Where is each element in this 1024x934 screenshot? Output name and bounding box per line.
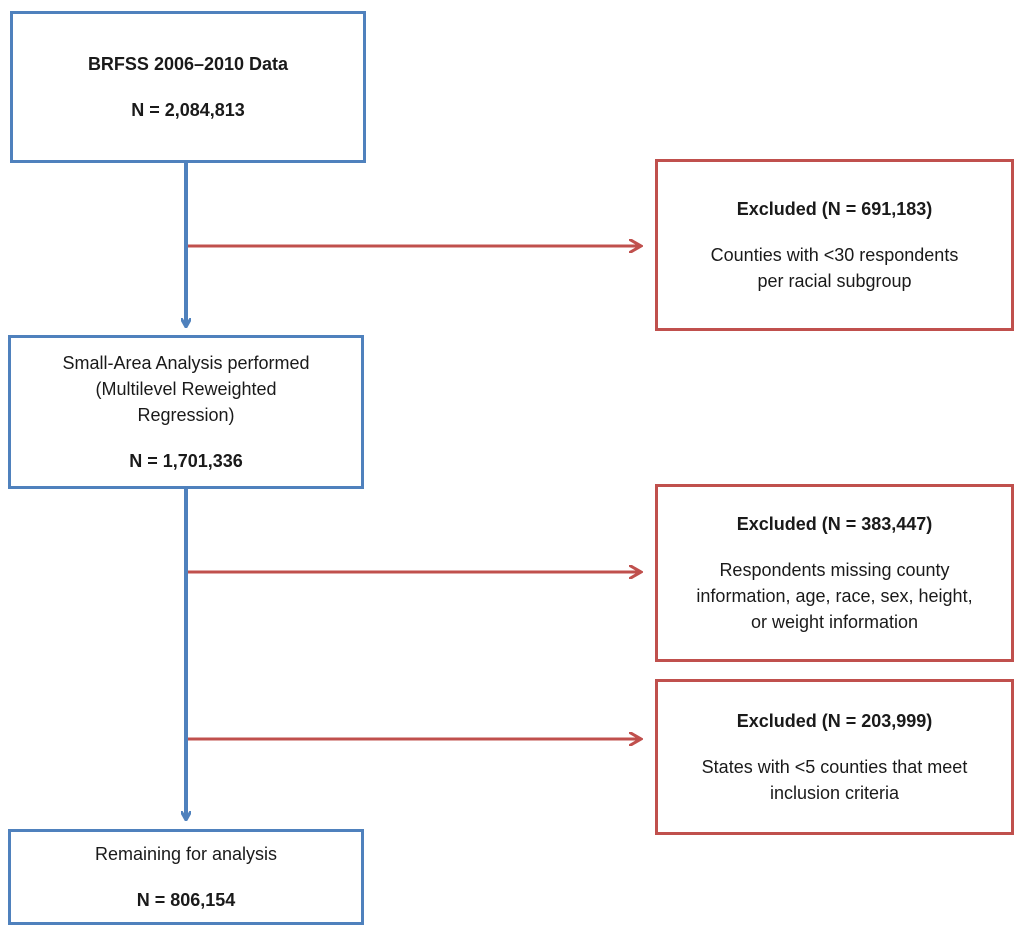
excluded-reason-line: Counties with <30 respondents bbox=[710, 245, 959, 265]
small-area-analysis-box: Small-Area Analysis performed (Multileve… bbox=[8, 335, 364, 489]
box-count: N = 806,154 bbox=[136, 890, 236, 910]
excluded-reason-line: information, age, race, sex, height, bbox=[696, 586, 973, 606]
excluded-box-2: Excluded (N = 383,447) Respondents missi… bbox=[655, 484, 1014, 662]
excluded-header: Excluded (N = 691,183) bbox=[736, 199, 933, 219]
excluded-header: Excluded (N = 203,999) bbox=[736, 711, 933, 731]
remaining-analysis-box: Remaining for analysis N = 806,154 bbox=[8, 829, 364, 925]
box-count: N = 2,084,813 bbox=[131, 100, 245, 120]
box-title-line: Regression) bbox=[137, 405, 235, 425]
excluded-box-1: Excluded (N = 691,183) Counties with <30… bbox=[655, 159, 1014, 331]
box-title: BRFSS 2006–2010 Data bbox=[87, 54, 289, 74]
excluded-reason-line: inclusion criteria bbox=[769, 783, 900, 803]
excluded-reason-line: per racial subgroup bbox=[757, 271, 912, 291]
box-title: Remaining for analysis bbox=[94, 844, 278, 864]
excluded-reason-line: States with <5 counties that meet bbox=[701, 757, 968, 777]
excluded-reason-line: Respondents missing county bbox=[719, 560, 950, 580]
excluded-reason-line: or weight information bbox=[750, 612, 919, 632]
box-count: N = 1,701,336 bbox=[129, 451, 243, 471]
box-title-line: (Multilevel Reweighted bbox=[95, 379, 277, 399]
excluded-box-3: Excluded (N = 203,999) States with <5 co… bbox=[655, 679, 1014, 835]
brfss-data-box: BRFSS 2006–2010 Data N = 2,084,813 bbox=[10, 11, 366, 163]
box-title-line: Small-Area Analysis performed bbox=[62, 353, 310, 373]
excluded-header: Excluded (N = 383,447) bbox=[736, 514, 933, 534]
